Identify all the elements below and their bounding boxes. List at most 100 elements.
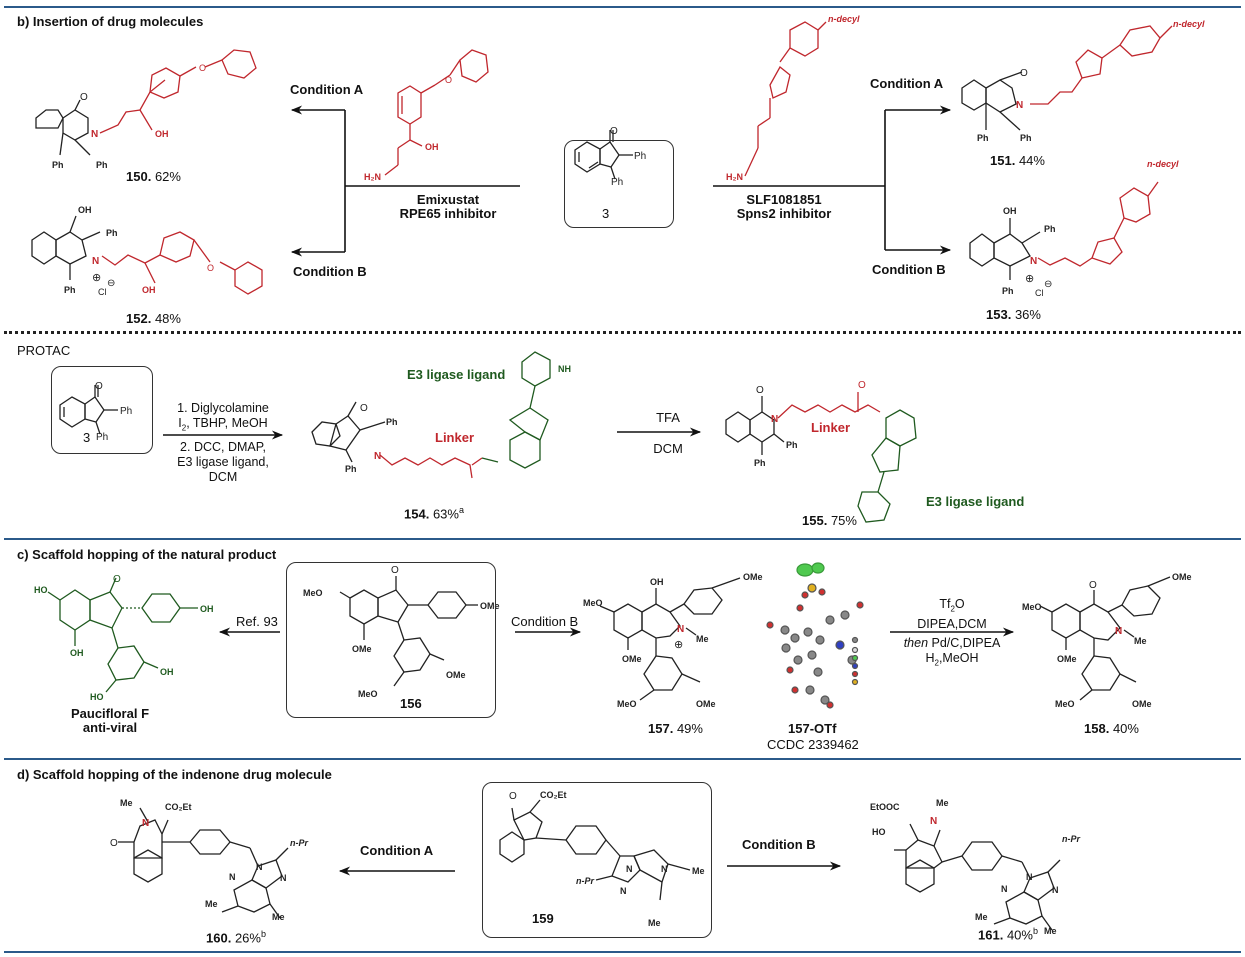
svg-text:OMe: OMe bbox=[696, 699, 716, 709]
svg-text:O: O bbox=[113, 574, 121, 585]
svg-text:Ph: Ph bbox=[386, 417, 398, 427]
svg-text:Me: Me bbox=[936, 798, 949, 808]
svg-text:Ph: Ph bbox=[96, 432, 108, 443]
condition-b-c-label: Condition B bbox=[511, 614, 579, 629]
svg-text:OMe: OMe bbox=[352, 644, 372, 654]
protac-title: PROTAC bbox=[17, 343, 71, 358]
e3-ligase-label-155: E3 ligase ligand bbox=[926, 494, 1025, 509]
svg-text:N: N bbox=[374, 451, 381, 462]
svg-text:N: N bbox=[1026, 872, 1033, 882]
svg-text:MeO: MeO bbox=[1055, 699, 1075, 709]
svg-text:n-Pr: n-Pr bbox=[290, 838, 308, 848]
svg-text:OH: OH bbox=[78, 205, 92, 215]
svg-text:Ph: Ph bbox=[754, 458, 766, 468]
top-rule bbox=[4, 6, 1241, 8]
section-d-title: d) Scaffold hopping of the indenone drug… bbox=[17, 767, 332, 782]
compound-3-id: 3 bbox=[602, 206, 610, 221]
svg-text:n-Pr: n-Pr bbox=[1062, 834, 1080, 844]
svg-text:⊕: ⊕ bbox=[674, 639, 683, 651]
compound-152-structure bbox=[31, 215, 101, 280]
protac-compound-3-structure bbox=[59, 385, 118, 435]
svg-text:H₂N: H₂N bbox=[726, 172, 743, 182]
svg-text:N: N bbox=[930, 816, 937, 827]
dipea-dcm-line: DIPEA,DCM bbox=[917, 616, 987, 631]
product-154-yield: 63% bbox=[432, 506, 459, 522]
svg-text:OH: OH bbox=[142, 285, 156, 295]
svg-text:OH: OH bbox=[650, 577, 664, 587]
paucifloral-f-structure bbox=[47, 577, 198, 693]
condition-b-d-label: Condition B bbox=[742, 837, 816, 852]
slf1081851-structure bbox=[744, 21, 827, 177]
svg-text:N: N bbox=[1016, 100, 1023, 111]
product-161-label: 161. 40%b bbox=[978, 926, 1038, 942]
section-b-title: b) Insertion of drug molecules bbox=[17, 14, 204, 29]
svg-text:N: N bbox=[142, 818, 149, 829]
svg-text:N: N bbox=[677, 624, 684, 635]
svg-text:Me: Me bbox=[272, 912, 285, 922]
svg-text:Ph: Ph bbox=[52, 160, 64, 170]
svg-text:Me: Me bbox=[205, 899, 218, 909]
product-151-label: 151. 44% bbox=[990, 153, 1045, 168]
emixustat-role: RPE65 inhibitor bbox=[399, 206, 497, 221]
slf-role: Spns2 inhibitor bbox=[736, 206, 832, 221]
product-152-id: 152. bbox=[126, 311, 152, 326]
svg-text:⊖: ⊖ bbox=[107, 278, 115, 289]
section-rule-d bbox=[4, 758, 1241, 760]
emixustat-label: Emixustat RPE65 inhibitor bbox=[378, 193, 518, 221]
product-161-yield: 40% bbox=[1006, 927, 1033, 943]
svg-text:N: N bbox=[1030, 256, 1037, 267]
compound-161-structure bbox=[894, 823, 1061, 931]
svg-text:n-decyl: n-decyl bbox=[1173, 19, 1205, 29]
svg-text:O: O bbox=[610, 126, 618, 137]
branch-arrows-left bbox=[290, 105, 520, 257]
svg-text:Ph: Ph bbox=[1044, 224, 1056, 234]
product-161-note: b bbox=[1032, 926, 1038, 936]
product-152-yield: 48% bbox=[154, 311, 181, 326]
product-153-id: 153. bbox=[986, 307, 1012, 322]
tfa-label: TFA bbox=[656, 410, 680, 425]
product-161-id: 161. bbox=[978, 927, 1004, 943]
compound-156-id: 156 bbox=[400, 696, 422, 711]
svg-text:⊖: ⊖ bbox=[1044, 279, 1052, 290]
svg-text:N: N bbox=[1115, 626, 1122, 637]
svg-text:N: N bbox=[771, 414, 778, 425]
n-decyl-label: n-decyl bbox=[828, 14, 860, 24]
svg-text:Ph: Ph bbox=[977, 133, 989, 143]
svg-text:O: O bbox=[858, 380, 866, 391]
product-160-id: 160. bbox=[206, 930, 232, 946]
svg-text:O: O bbox=[1020, 68, 1028, 79]
product-160-yield: 26% bbox=[234, 930, 261, 946]
product-151-yield: 44% bbox=[1018, 153, 1045, 168]
svg-text:O: O bbox=[80, 92, 88, 103]
product-152-label: 152. 48% bbox=[126, 311, 181, 326]
svg-text:n-Pr: n-Pr bbox=[576, 876, 594, 886]
svg-text:O: O bbox=[207, 263, 214, 273]
section-c-title: c) Scaffold hopping of the natural produ… bbox=[17, 547, 277, 562]
svg-text:EtOOC: EtOOC bbox=[870, 802, 900, 812]
step2-line-2: E3 ligase ligand, bbox=[177, 455, 269, 469]
svg-text:O: O bbox=[1089, 580, 1097, 591]
bottom-rule bbox=[4, 951, 1241, 953]
svg-text:N: N bbox=[256, 862, 263, 872]
compound-156-box bbox=[286, 562, 496, 718]
svg-text:N: N bbox=[1001, 884, 1008, 894]
svg-text:CO₂Et: CO₂Et bbox=[540, 790, 567, 800]
dotted-separator bbox=[4, 331, 1241, 334]
ref-93-label: Ref. 93 bbox=[236, 614, 278, 629]
product-150-label: 150. 62% bbox=[126, 169, 181, 184]
compound-3-box bbox=[564, 140, 674, 228]
slf-name: SLF1081851 bbox=[746, 192, 822, 207]
condition-a-left-label: Condition A bbox=[290, 82, 364, 97]
crystal-id: 157-OTf bbox=[788, 721, 837, 736]
linker-label-155: Linker bbox=[811, 420, 851, 435]
compound-156-structure bbox=[339, 576, 478, 687]
svg-text:O: O bbox=[509, 791, 517, 802]
svg-text:O: O bbox=[95, 381, 103, 392]
product-150-yield: 62% bbox=[154, 169, 181, 184]
crystal-structure-image bbox=[766, 562, 864, 709]
svg-text:OH: OH bbox=[155, 129, 169, 139]
svg-text:Me: Me bbox=[120, 798, 133, 808]
condition-b-left-label: Condition B bbox=[293, 264, 367, 279]
product-158-id: 158. bbox=[1084, 721, 1110, 736]
